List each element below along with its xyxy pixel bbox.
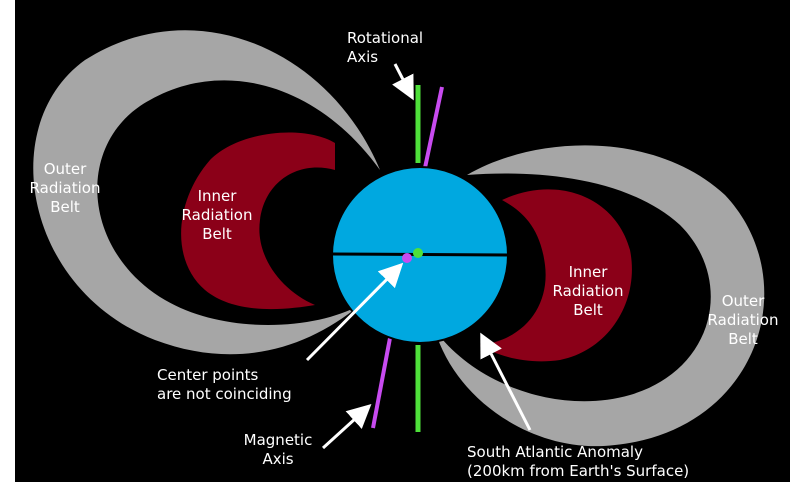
center-points-label-line-1: Center points [157,366,259,384]
inner-belt-left-label-line-1: Inner [197,187,237,205]
magnetic-axis-label-line-2: Axis [262,450,294,468]
magnetic-axis-pointer [321,403,372,450]
south-atlantic-anomaly-label: South Atlantic Anomaly (200km from Earth… [467,443,689,481]
outer-belt-right-label-line-3: Belt [728,330,758,348]
inner-belt-left [181,132,335,310]
outer-belt-left [33,30,380,355]
rotational-axis-label-line-1: Rotational [347,29,424,47]
radiation-belts-diagram [33,30,765,450]
magnetic-axis-label: Magnetic Axis [235,431,321,469]
outer-belt-right-label: Outer Radiation Belt [702,292,784,349]
inner-belt-right-label: Inner Radiation Belt [545,263,631,320]
center-points-label-line-2: are not coinciding [157,385,292,403]
outer-belt-left-label-line-3: Belt [50,198,80,216]
diagram-canvas: Rotational Axis Outer Radiation Belt Inn… [15,0,790,482]
outer-belt-left-label: Outer Radiation Belt [27,160,103,217]
outer-belt-left-label-line-2: Radiation [29,179,101,197]
inner-belt-left-label-line-3: Belt [202,225,232,243]
inner-belt-right-label-line-3: Belt [573,301,603,319]
center-points-label: Center points are not coinciding [157,366,292,404]
south-atlantic-pointer [480,332,532,431]
rotational-axis-label-line-2: Axis [347,48,379,66]
magnetic-axis-bottom [371,337,392,429]
rotational-axis-label: Rotational Axis [347,29,423,67]
inner-belt-right-label-line-2: Radiation [552,282,624,300]
inner-belt-left-label-line-2: Radiation [181,206,253,224]
outer-belt-right-label-line-2: Radiation [707,311,779,329]
outer-belt-right-label-line-1: Outer [721,292,765,310]
outer-belt-left-label-line-1: Outer [43,160,87,178]
magnetic-center-point [402,253,412,263]
rotational-center-point [413,248,423,258]
south-atlantic-anomaly-label-line-2: (200km from Earth's Surface) [467,462,690,480]
inner-belt-right [480,189,632,362]
inner-belt-right-label-line-1: Inner [568,263,608,281]
outer-belt-right [435,145,765,447]
inner-belt-left-label: Inner Radiation Belt [175,187,259,244]
magnetic-axis-label-line-1: Magnetic [243,431,313,449]
south-atlantic-anomaly-label-line-1: South Atlantic Anomaly [467,443,643,461]
center-points-pointer [305,262,404,362]
rotational-axis-pointer [392,63,414,101]
